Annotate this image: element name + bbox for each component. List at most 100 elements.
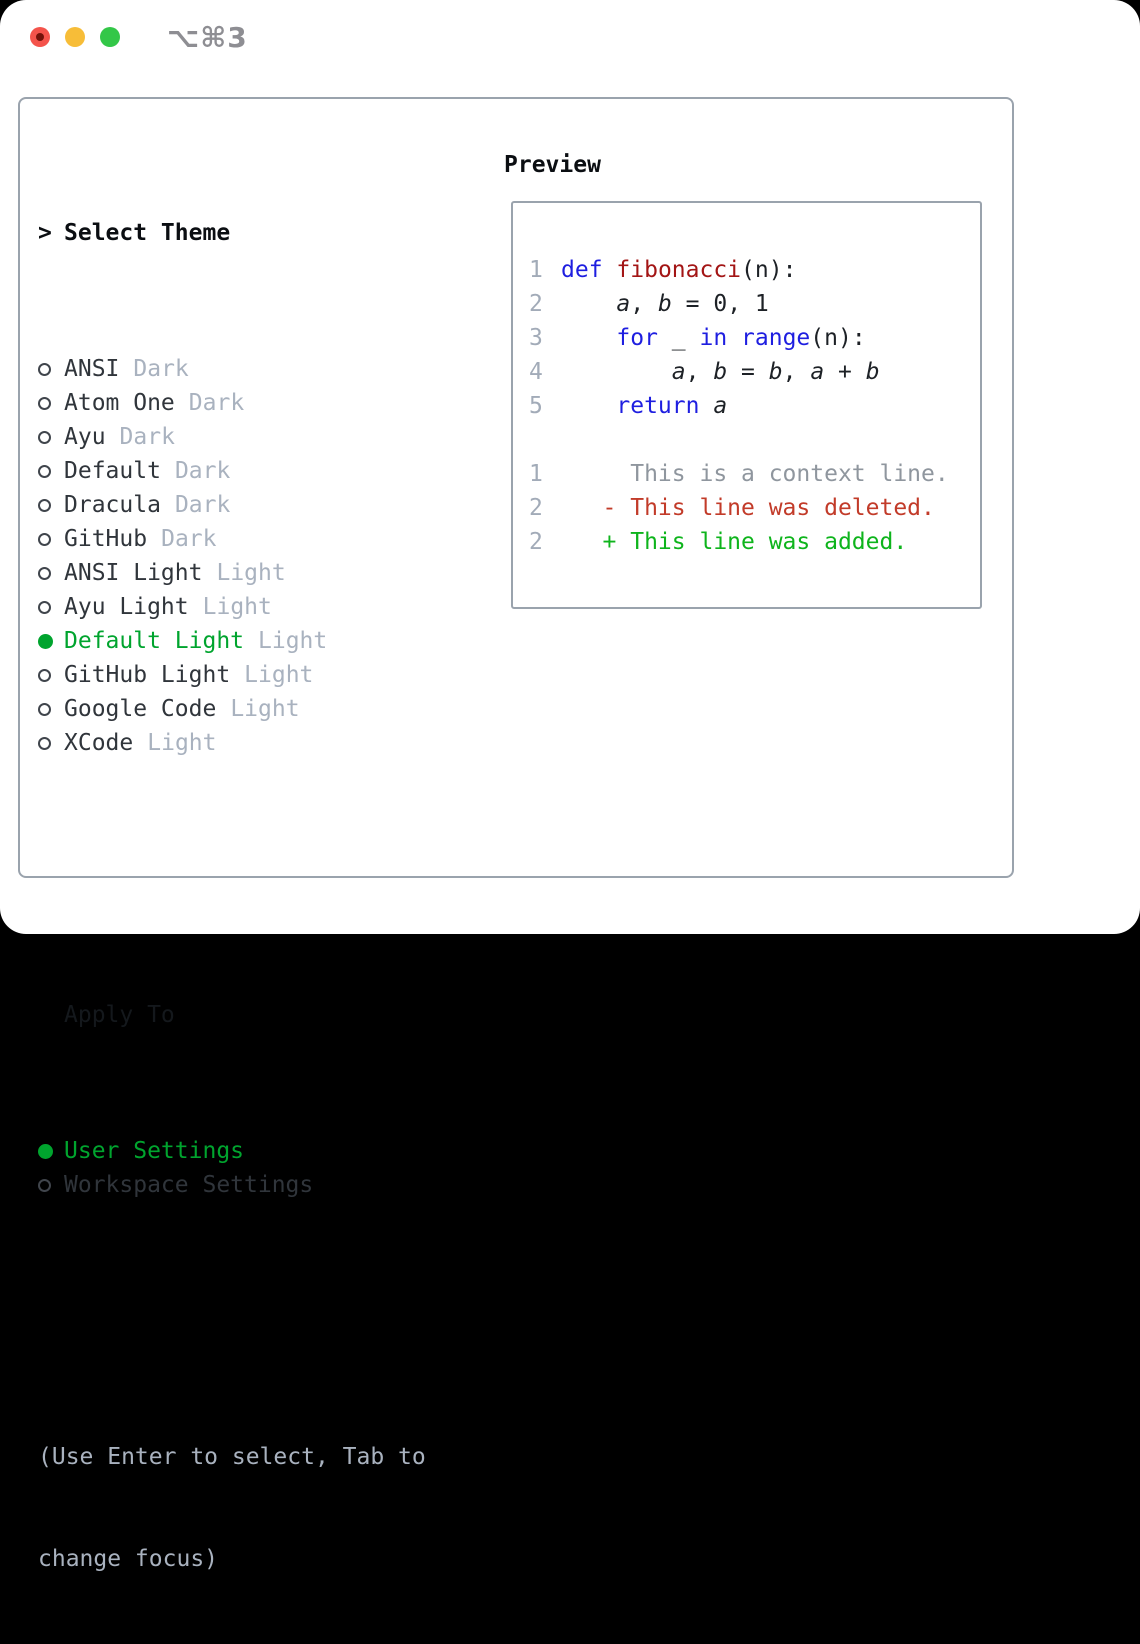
code-token: return [616,393,700,419]
code-token: = 0, 1 [671,291,769,317]
code-line: 2 - This line was deleted. [529,491,949,525]
radio-icon [38,702,64,716]
radio-icon [38,1178,64,1192]
apply-to-option-label: User Settings [64,1138,245,1164]
theme-option-tag: Dark [133,356,189,382]
code-token: a [616,291,631,317]
traffic-lights [30,27,120,47]
theme-option[interactable]: Default Dark [38,454,426,488]
theme-option[interactable]: GitHub Light Light [38,658,426,692]
code-token: a [713,393,728,419]
radio-icon [38,668,64,682]
code-line [529,423,949,457]
theme-option-tag: Dark [174,492,231,518]
code-token: , [685,359,714,385]
theme-option-label: Default [64,458,161,484]
window-title: ⌥⌘3 [167,21,248,54]
theme-option[interactable]: Google Code Light [38,692,426,726]
theme-option-tag: Light [202,594,272,620]
apply-to-option[interactable]: Workspace Settings [38,1168,426,1202]
preview-header: Preview [504,152,601,178]
theme-option-label: Default Light [64,628,245,654]
minimize-button-icon[interactable] [65,27,85,47]
code-token: b [768,359,783,385]
spacer [38,862,426,896]
theme-option-label: Google Code [64,696,217,722]
code-token [561,325,616,351]
line-number: 1 [529,461,543,487]
code-token: def [561,257,603,283]
apply-to-option[interactable]: User Settings [38,1134,426,1168]
theme-option-tag: Dark [161,526,217,552]
theme-option-label: XCode [64,730,134,756]
theme-option[interactable]: Dracula Dark [38,488,426,522]
code-token: in [699,325,728,351]
theme-option[interactable]: ANSI Light Light [38,556,426,590]
code-token [699,393,713,419]
line-number: 5 [529,393,543,419]
theme-option-tag: Light [244,662,314,688]
hint-text-line-1: (Use Enter to select, Tab to [38,1444,426,1470]
code-token: + This line was added. [561,529,908,555]
code-token [603,257,617,283]
code-token: , [630,291,658,317]
prompt-arrow-icon: > [38,220,52,246]
theme-option[interactable]: Ayu Light Light [38,590,426,624]
line-number: 3 [529,325,543,351]
radio-icon [38,498,64,512]
theme-option-tag: Dark [174,458,231,484]
code-token: (n): [741,257,797,283]
zoom-button-icon[interactable] [100,27,120,47]
code-token [727,325,741,351]
code-token: _ [657,325,700,351]
theme-option-label: GitHub Light [64,662,231,688]
code-token: This is a context line. [561,461,949,487]
apply-to-header-row: Apply To [38,998,426,1032]
theme-option-tag: Light [258,628,328,654]
theme-option-label: Ayu Light [64,594,189,620]
code-line: 1 This is a context line. [529,457,949,491]
radio-icon [38,362,64,376]
select-theme-header-row: > Select Theme [38,216,426,250]
close-button-icon[interactable] [30,27,50,47]
theme-option-label: Ayu [64,424,106,450]
theme-option-label: GitHub [64,526,148,552]
code-token: (n): [810,325,866,351]
radio-selected-icon [38,633,64,649]
radio-selected-icon [38,1143,64,1159]
theme-option-tag: Light [230,696,300,722]
theme-option[interactable]: Default Light Light [38,624,426,658]
code-token: a [810,359,825,385]
radio-icon [38,464,64,478]
apply-to-header: Apply To [64,1002,175,1028]
radio-icon [38,430,64,444]
theme-option-label: Dracula [64,492,161,518]
code-line: 3 for _ in range(n): [529,321,949,355]
theme-option-tag: Light [216,560,286,586]
theme-option-label: ANSI [64,356,120,382]
theme-option-tag: Dark [188,390,245,416]
radio-icon [38,736,64,750]
theme-option[interactable]: GitHub Dark [38,522,426,556]
close-dot-icon [36,33,44,41]
code-token: , [782,359,811,385]
code-line: 5 return a [529,389,949,423]
radio-icon [38,600,64,614]
theme-option-label: ANSI Light [64,560,203,586]
code-token [561,291,616,317]
titlebar: ⌥⌘3 [0,0,1140,97]
code-token: for [616,325,658,351]
code-line: 2 a, b = 0, 1 [529,287,949,321]
code-token: fibonacci [616,257,742,283]
theme-option[interactable]: ANSI Dark [38,352,426,386]
line-number: 1 [529,257,543,283]
line-number: 2 [529,495,543,521]
